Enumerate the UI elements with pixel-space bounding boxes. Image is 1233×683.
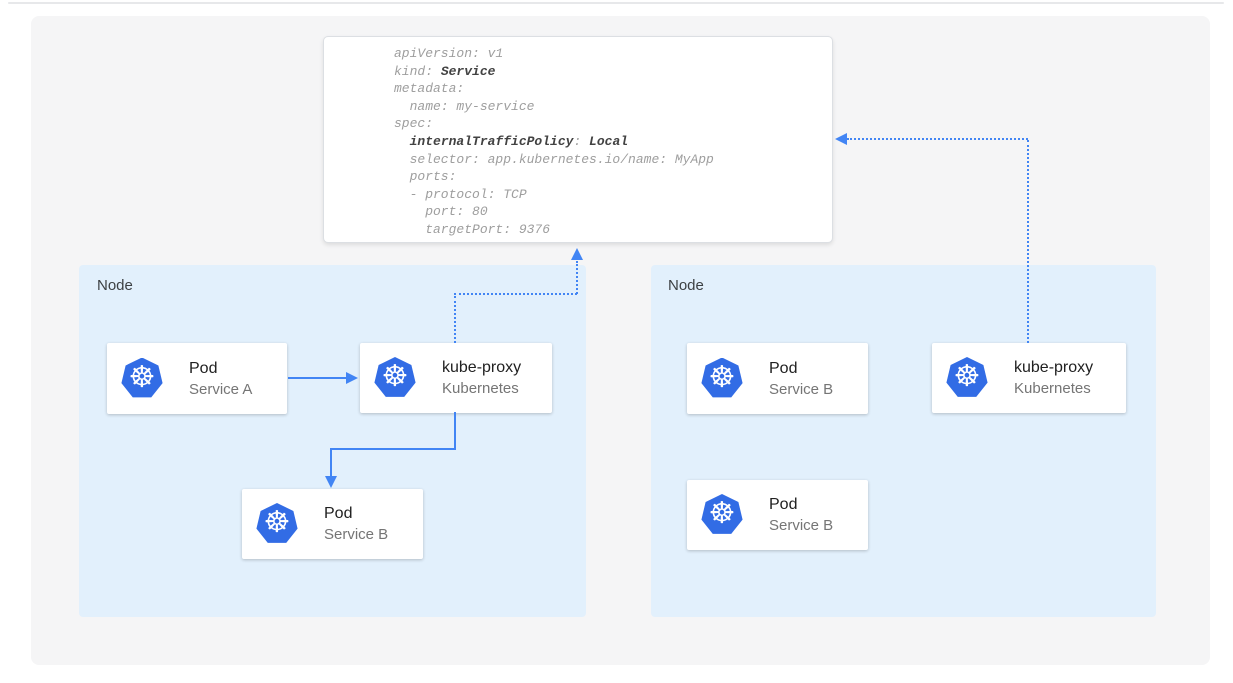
top-divider <box>8 2 1224 4</box>
ship-wheel-icon: ☸ <box>953 359 981 394</box>
ship-wheel-icon: ☸ <box>708 359 736 395</box>
yaml-line: targetPort: 9376 <box>394 221 551 237</box>
dotted-segment <box>576 261 578 294</box>
card-pod-service-b-left: ☸ Pod Service B <box>242 489 423 559</box>
yaml-line: ports: <box>394 169 457 185</box>
line-segment <box>288 377 346 379</box>
service-yaml-card: apiVersion: v1 kind: Service metadata: nam… <box>323 36 833 243</box>
kubernetes-icon: ☸ <box>946 357 988 397</box>
yaml-line: - protocol: TCP <box>394 186 527 202</box>
card-subtitle: Kubernetes <box>1014 380 1091 397</box>
ship-wheel-icon: ☸ <box>708 496 736 531</box>
node-box-left: Node ☸ Pod Service A ☸ kube-proxy Kubern… <box>79 265 586 617</box>
yaml-line: spec: <box>394 116 434 132</box>
card-pod-service-a: ☸ Pod Service A <box>107 343 287 414</box>
card-subtitle: Kubernetes <box>442 380 519 397</box>
card-kube-proxy-right: ☸ kube-proxy Kubernetes <box>932 343 1126 413</box>
card-subtitle: Service B <box>324 526 389 543</box>
line-segment <box>330 450 332 477</box>
card-subtitle: Service A <box>189 380 253 398</box>
yaml-code: apiVersion: v1 kind: Service metadata: nam… <box>324 37 832 239</box>
yaml-line: selector: app.kubernetes.io/name: MyApp <box>394 151 714 167</box>
yaml-line: name: my-service <box>394 98 535 114</box>
card-subtitle: Service B <box>769 380 834 398</box>
card-title: kube-proxy <box>442 359 522 376</box>
card-title: kube-proxy <box>1014 359 1094 376</box>
dotted-segment <box>454 293 577 295</box>
node-label: Node <box>97 277 133 294</box>
line-segment <box>330 448 456 450</box>
dotted-segment <box>847 138 1028 140</box>
card-title: Pod <box>324 505 353 522</box>
card-kube-proxy-left: ☸ kube-proxy Kubernetes <box>360 343 552 413</box>
arrowhead-right <box>346 372 358 384</box>
kubernetes-icon: ☸ <box>701 357 743 398</box>
card-title: Pod <box>189 359 218 377</box>
ship-wheel-icon: ☸ <box>263 505 291 540</box>
yaml-line: internalTrafficPolicy: Local <box>409 133 629 149</box>
card-subtitle: Service B <box>769 517 834 534</box>
ship-wheel-icon: ☸ <box>128 359 156 395</box>
node-box-right: Node ☸ Pod Service B ☸ kube-proxy Kubern… <box>651 265 1156 617</box>
yaml-line: kind: Service <box>394 63 496 79</box>
kubernetes-icon: ☸ <box>374 357 416 397</box>
card-title: Pod <box>769 359 798 377</box>
yaml-line: metadata: <box>394 81 465 97</box>
dotted-segment <box>1027 140 1029 343</box>
arrowhead-left <box>835 133 847 145</box>
arrowhead-up <box>571 248 583 260</box>
kubernetes-icon: ☸ <box>121 357 163 398</box>
card-pod-service-b-right-2: ☸ Pod Service B <box>687 480 868 550</box>
yaml-line: port: 80 <box>394 204 488 220</box>
dotted-segment <box>454 296 456 343</box>
line-segment <box>454 412 456 450</box>
node-label: Node <box>668 277 704 294</box>
arrowhead-down <box>325 476 337 488</box>
ship-wheel-icon: ☸ <box>381 359 409 394</box>
yaml-line: apiVersion: v1 <box>394 46 504 61</box>
kubernetes-icon: ☸ <box>256 503 298 543</box>
card-pod-service-b-right-1: ☸ Pod Service B <box>687 343 868 414</box>
kubernetes-icon: ☸ <box>701 494 743 534</box>
card-title: Pod <box>769 496 798 513</box>
